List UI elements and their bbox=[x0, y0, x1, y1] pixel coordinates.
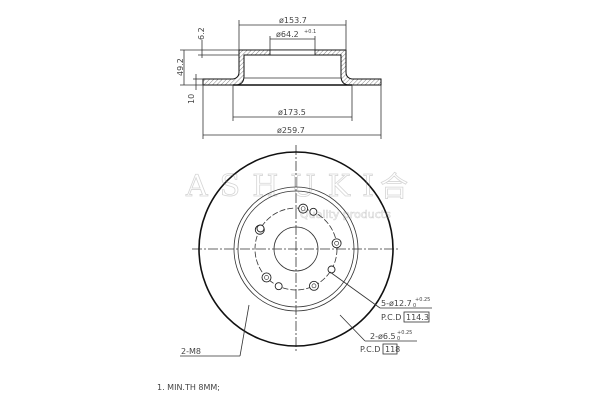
dim-inner: ø173.5 bbox=[278, 108, 306, 117]
pin-pcd-label: P.C.D bbox=[360, 345, 380, 354]
pin-holes-tol-upper: +0.25 bbox=[397, 330, 412, 336]
pin-holes-tol-lower: 0 bbox=[397, 336, 400, 342]
dim-hat-thickness: 6.2 bbox=[197, 27, 206, 40]
disc-outer-edge bbox=[198, 151, 394, 347]
section-view: ø153.7 ø64.2 +0.1 ø173.5 ø259.7 6.2 49.2… bbox=[176, 16, 382, 139]
pin-hole bbox=[274, 282, 283, 291]
dim-outer: ø259.7 bbox=[277, 126, 305, 135]
thread-holes-label: 2-M8 bbox=[181, 347, 201, 356]
bolt-hole-inner bbox=[264, 275, 269, 280]
svg-text:合: 合 bbox=[380, 170, 408, 203]
svg-text:ASHUKI: ASHUKI bbox=[185, 169, 386, 204]
bolt-pcd: 114.3 bbox=[406, 313, 429, 322]
thread-hole bbox=[256, 224, 265, 233]
pin-holes-label: 2-ø6.5 bbox=[370, 332, 396, 341]
bolt-holes-tol-upper: +0.25 bbox=[415, 297, 430, 303]
note-1: 1. MIN.TH 8MM; bbox=[157, 383, 220, 392]
hub-bore-section bbox=[269, 49, 316, 56]
dim-hub-bore: ø64.2 bbox=[276, 30, 299, 39]
bolt-hole-inner bbox=[334, 240, 339, 246]
bolt-hole-inner bbox=[300, 206, 306, 211]
pin-hole bbox=[309, 207, 318, 216]
hat-outer-ring bbox=[233, 186, 359, 312]
pin-pcd: 118 bbox=[385, 345, 400, 354]
dim-hub-bore-tol: +0.1 bbox=[304, 29, 316, 35]
bolt-pcd-label: P.C.D bbox=[381, 313, 401, 322]
bolt-holes-label: 5-ø12.7 bbox=[381, 299, 412, 308]
ashuki-watermark-logo: ASHUKI 合 Quality products bbox=[185, 169, 409, 222]
bolt-hole-inner bbox=[311, 283, 317, 289]
bolt-holes-tol-lower: 0 bbox=[413, 303, 416, 309]
hat-inner-ring bbox=[237, 190, 355, 308]
thread-hole bbox=[327, 265, 336, 274]
front-view: 5-ø12.7 +0.25 0 P.C.D 114.3 2-ø6.5 +0.25… bbox=[180, 145, 432, 357]
svg-text:Quality products: Quality products bbox=[300, 208, 391, 221]
dim-disc-thickness: 10 bbox=[187, 94, 196, 104]
dim-top-outer: ø153.7 bbox=[279, 16, 307, 25]
hub-bore bbox=[273, 226, 319, 272]
dim-total-height: 49.2 bbox=[176, 58, 185, 76]
